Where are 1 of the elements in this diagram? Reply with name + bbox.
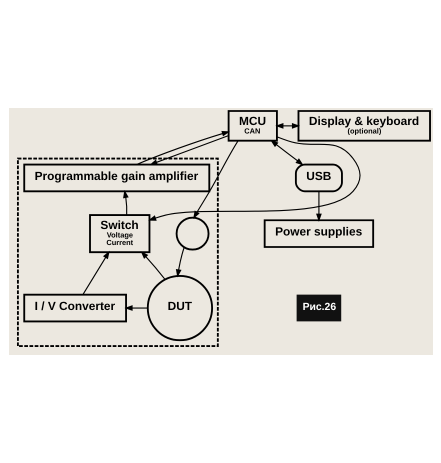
label: Рис.26 — [302, 302, 336, 314]
